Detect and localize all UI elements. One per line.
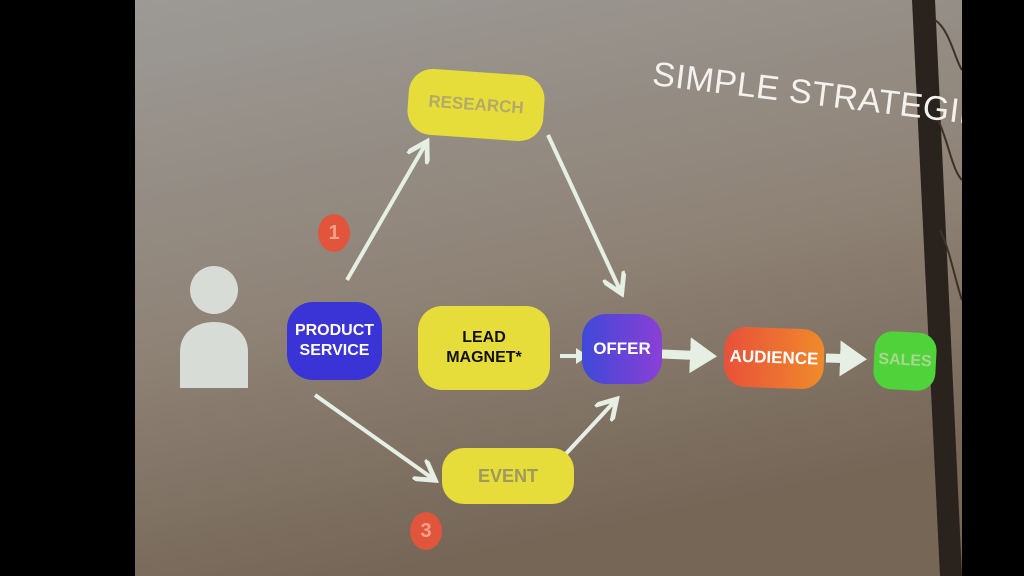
arrow-audience-to-sales bbox=[825, 340, 867, 377]
letterbox-right bbox=[962, 0, 1024, 576]
node-event-label: EVENT bbox=[477, 465, 538, 486]
step-badge-1: 1 bbox=[318, 214, 350, 252]
arrow-event-to-offer bbox=[560, 402, 614, 460]
arrow-product-to-research bbox=[345, 145, 425, 282]
node-offer-label: OFFER bbox=[593, 339, 651, 359]
node-product-service: PRODUCT SERVICE bbox=[287, 302, 382, 380]
node-offer: OFFER bbox=[582, 314, 662, 384]
arrow-product-to-event bbox=[313, 393, 432, 478]
node-audience-label: AUDIENCE bbox=[729, 346, 819, 369]
step-badge-3: 3 bbox=[410, 512, 442, 550]
arrow-research-to-offer bbox=[546, 134, 620, 290]
node-sales-label: SALES bbox=[877, 350, 933, 371]
arrow-offer-to-audience bbox=[661, 337, 717, 374]
node-lead-magnet: LEAD MAGNET* bbox=[418, 306, 550, 390]
node-product-service-label: PRODUCT SERVICE bbox=[294, 322, 375, 359]
node-research-label: RESEARCH bbox=[427, 92, 525, 118]
node-event: EVENT bbox=[442, 448, 574, 504]
node-research: RESEARCH bbox=[405, 67, 547, 143]
node-sales: SALES bbox=[872, 330, 938, 392]
node-audience: AUDIENCE bbox=[722, 326, 826, 390]
person-icon bbox=[180, 266, 248, 388]
letterbox-left bbox=[0, 0, 135, 576]
node-lead-magnet-label: LEAD MAGNET* bbox=[446, 329, 522, 366]
